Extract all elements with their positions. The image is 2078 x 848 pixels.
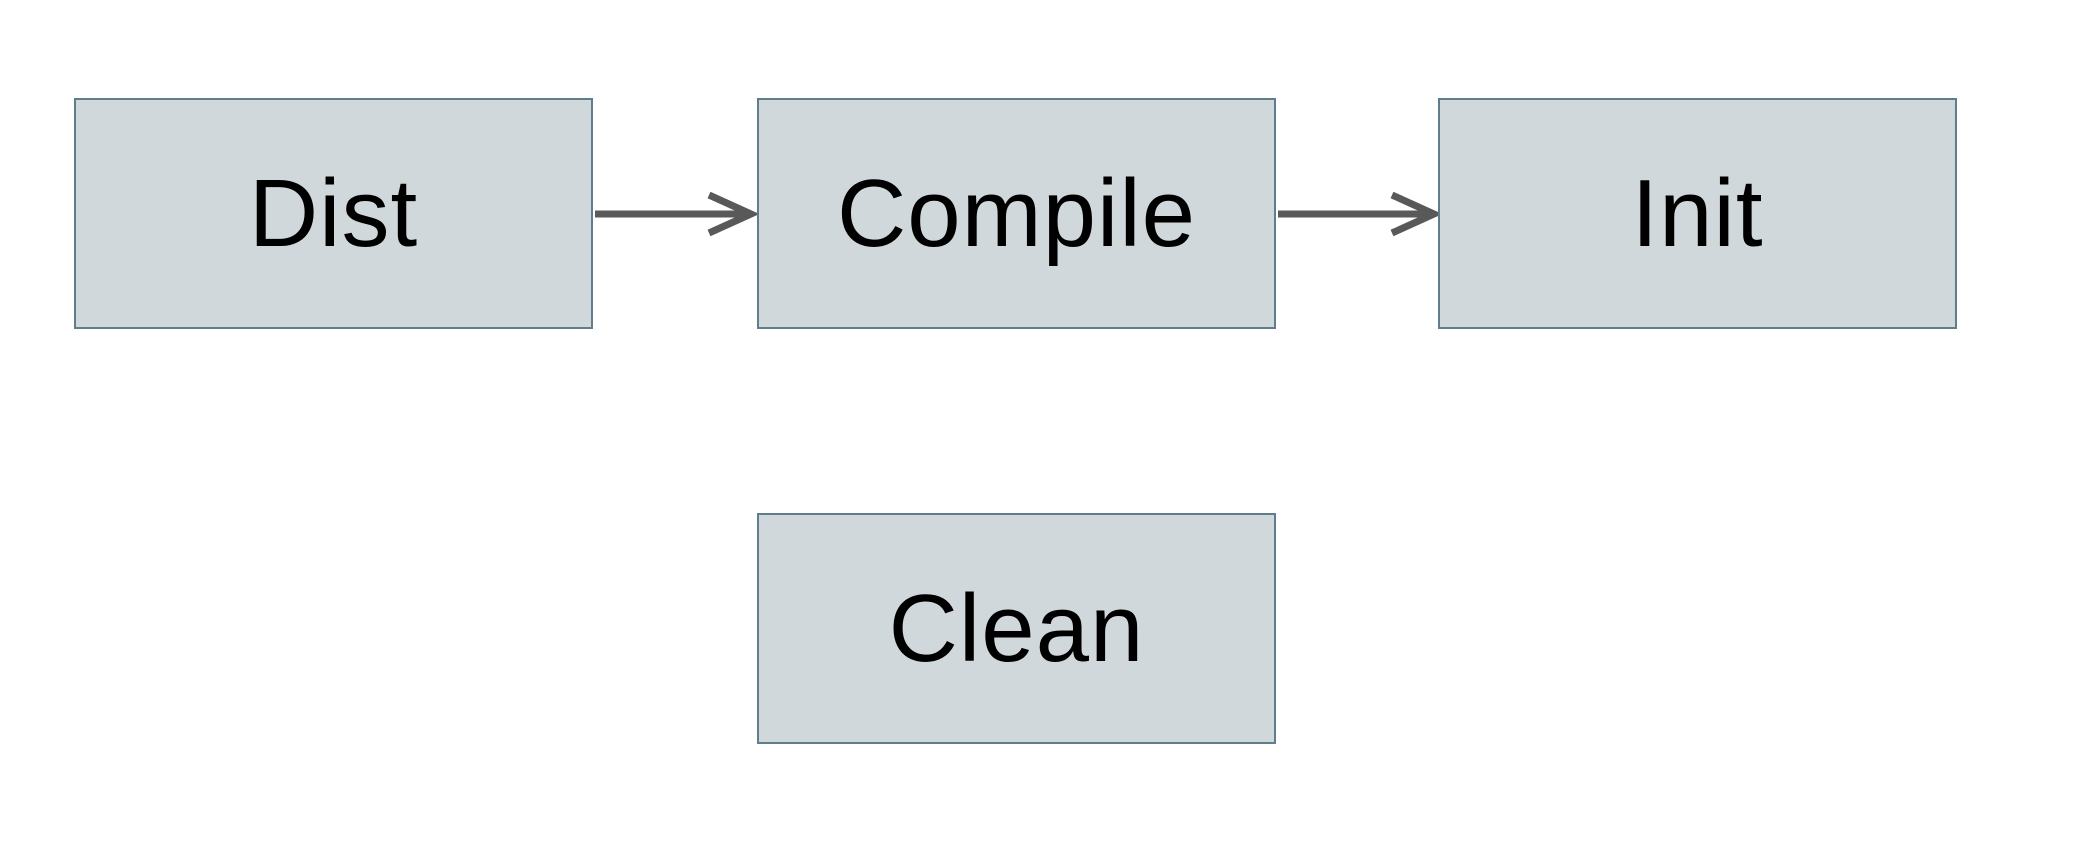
node-dist[interactable]: Dist: [74, 98, 593, 329]
node-dist-label: Dist: [248, 159, 419, 267]
node-clean[interactable]: Clean: [757, 513, 1276, 744]
node-init[interactable]: Init: [1438, 98, 1957, 329]
arrow-compile-to-init: [1278, 191, 1443, 237]
arrow-dist-to-compile: [595, 191, 760, 237]
node-clean-label: Clean: [888, 574, 1145, 682]
node-compile-label: Compile: [836, 159, 1197, 267]
node-compile[interactable]: Compile: [757, 98, 1276, 329]
node-init-label: Init: [1631, 159, 1764, 267]
